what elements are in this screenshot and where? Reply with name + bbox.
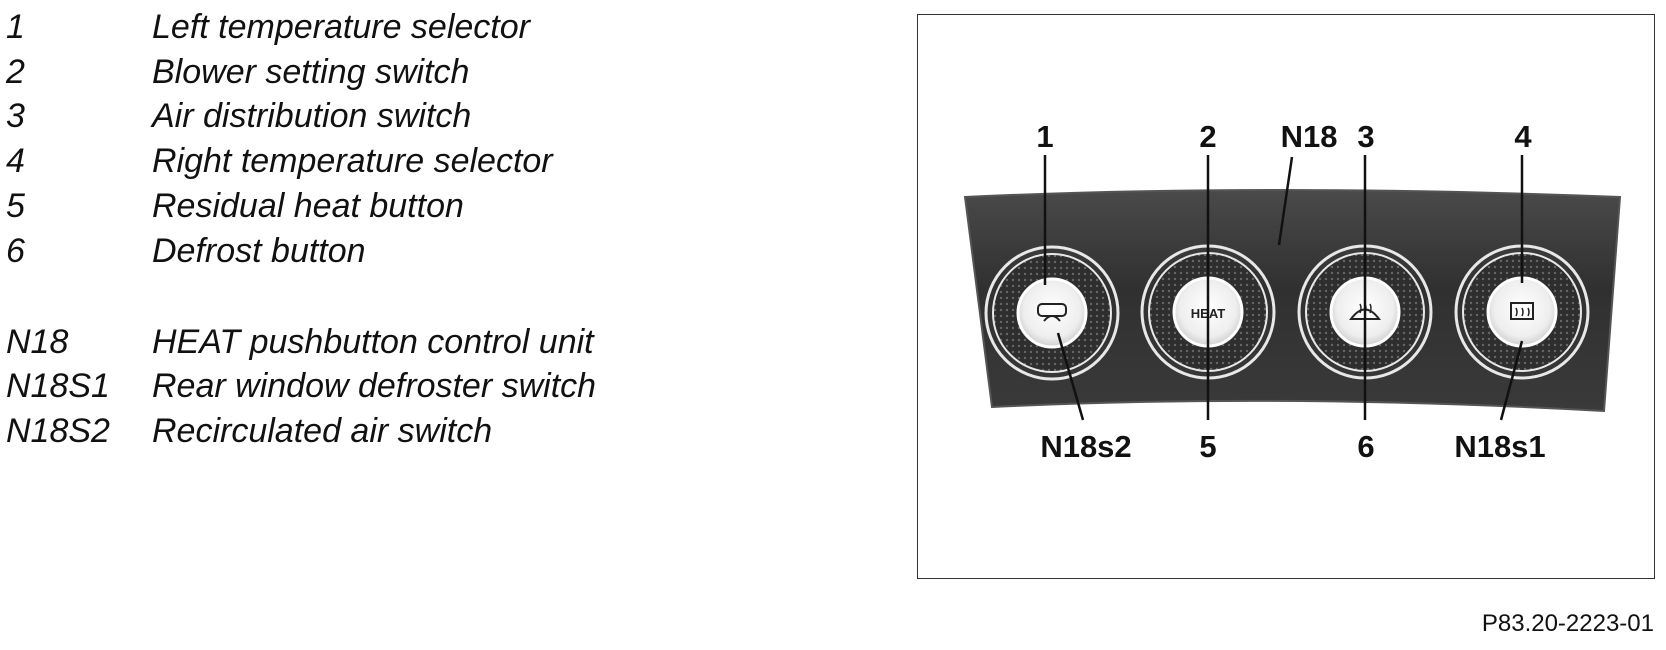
- abbreviation-description: HEAT pushbutton control unit: [152, 323, 594, 361]
- legend-code: 6: [6, 232, 25, 270]
- callout-4: 4: [1514, 119, 1532, 154]
- legend-code: 5: [6, 187, 25, 225]
- control-panel-figure: HEAT: [917, 14, 1655, 579]
- legend-code: 1: [6, 8, 25, 46]
- legend-description: Residual heat button: [152, 187, 464, 225]
- legend-description: Left temperature selector: [152, 8, 530, 46]
- control-panel-diagram: HEAT: [963, 119, 1622, 464]
- callout-n18s2: N18s2: [1040, 429, 1131, 464]
- knob-4: [1454, 244, 1590, 380]
- figure-reference-number: P83.20-2223-01: [1481, 610, 1654, 637]
- recirculated-air-icon: [1037, 303, 1067, 322]
- legend-description: Air distribution switch: [152, 97, 472, 135]
- callout-n18: N18: [1281, 119, 1338, 154]
- legend-description: Right temperature selector: [152, 142, 553, 180]
- control-panel: [963, 189, 1622, 413]
- callout-leaders: [1043, 155, 1524, 421]
- abbreviation-description: Recirculated air switch: [152, 412, 493, 450]
- legend-code: 2: [6, 53, 25, 91]
- legend-code: 3: [6, 97, 25, 135]
- callout-5: 5: [1199, 429, 1216, 464]
- legend: 1 Left temperature selector 2 Blower set…: [0, 0, 820, 470]
- legend-description: Defrost button: [152, 232, 366, 270]
- callout-1: 1: [1036, 119, 1053, 154]
- abbreviation-description: Rear window defroster switch: [152, 367, 597, 405]
- callout-3: 3: [1357, 119, 1374, 154]
- callout-2: 2: [1199, 119, 1216, 154]
- legend-code: 4: [6, 142, 25, 180]
- abbreviation-code: N18: [6, 323, 69, 361]
- legend-description: Blower setting switch: [152, 53, 470, 91]
- callout-n18s1: N18s1: [1454, 429, 1545, 464]
- knob-1: [984, 245, 1120, 381]
- callout-6: 6: [1357, 429, 1374, 464]
- abbreviation-code: N18S2: [6, 412, 110, 450]
- abbreviation-code: N18S1: [6, 367, 110, 405]
- rear-window-defrost-icon: [1510, 302, 1534, 320]
